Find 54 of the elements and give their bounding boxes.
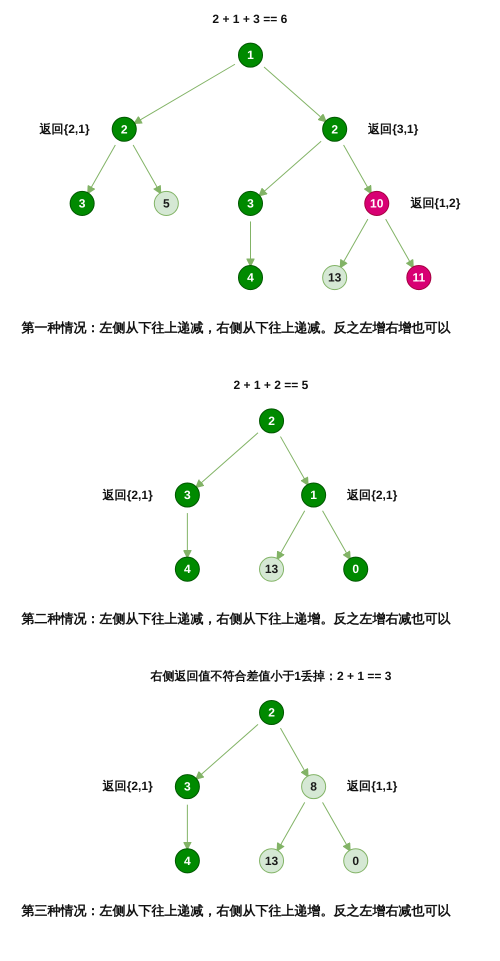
node-circle: 2 [322,116,347,142]
node-circle: 4 [174,556,200,582]
node-circle: 13 [258,556,284,582]
annotation-text: 返回{2,1} [347,488,398,503]
annotation-text: 返回{2,1} [102,488,153,503]
node-circle: 2 [258,700,284,725]
node-circle: 3 [174,774,200,800]
arrow [258,140,322,197]
arrow [279,436,308,486]
annotation-text: 返回{3,1} [368,122,418,137]
arrow [342,144,372,194]
annotation-text: 返回{2,1} [40,122,90,137]
case-caption: 第二种情况：左侧从下往上递减，右侧从下往上递增。反之左增右减也可以 [22,611,451,628]
arrow [276,510,305,560]
arrow [322,510,350,560]
arrow [182,804,192,850]
arrow [194,432,258,488]
node-circle: 3 [69,190,94,216]
tree-heading: 2 + 1 + 2 == 5 [233,378,308,393]
node-circle: 13 [322,265,347,290]
node-circle: 1 [237,42,263,68]
arrow [132,144,161,194]
case-caption: 第一种情况：左侧从下往上递减，右侧从下往上递减。反之左增右增也可以 [22,320,451,336]
node-circle: 4 [174,848,200,874]
node-circle: 2 [111,116,136,142]
arrow [132,64,235,124]
node-circle: 10 [364,190,389,216]
arrow [246,220,254,267]
case-caption: 第三种情况：左侧从下往上递减，右侧从下往上递增。反之左增右减也可以 [22,902,451,920]
tree-heading: 2 + 1 + 3 == 6 [212,12,288,28]
arrow [276,802,305,852]
arrow [86,144,116,194]
annotation-text: 返回{2,1} [102,779,153,794]
node-circle: 1 [300,482,326,508]
node-circle: 3 [174,482,200,508]
node-circle: 0 [342,556,368,582]
arrow [194,724,258,780]
arrow [384,218,414,268]
node-circle: 0 [342,848,368,874]
node-circle: 13 [258,848,284,874]
annotation-text: 返回{1,1} [347,779,398,794]
arrow [182,512,192,559]
annotation-text: 返回{1,2} [410,196,460,211]
arrow [322,802,350,852]
arrow [279,728,308,778]
node-circle: 2 [258,408,284,434]
node-circle: 3 [237,190,263,216]
tree-heading: 右侧返回值不符合差值小于1丢掉：2 + 1 == 3 [150,669,392,684]
arrow [339,218,368,268]
node-circle: 5 [153,190,178,216]
node-circle: 11 [406,265,431,290]
node-circle: 4 [237,265,263,290]
node-circle: 8 [300,774,326,800]
arrow [263,66,326,122]
